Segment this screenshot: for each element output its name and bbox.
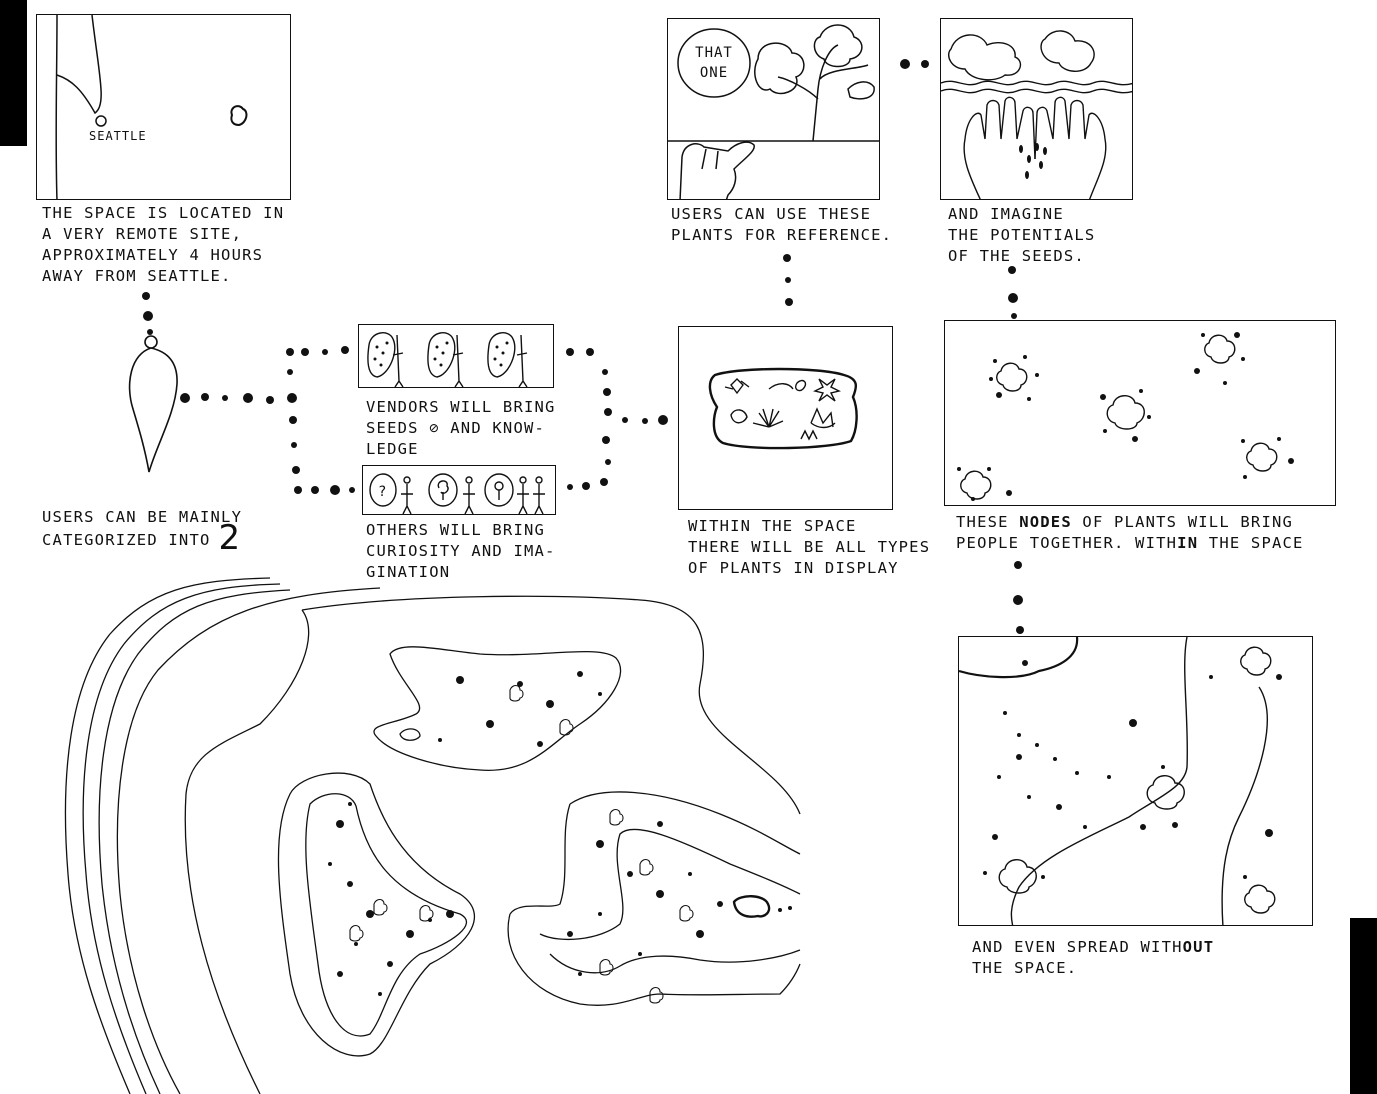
caption-reference: USERS CAN USE THESE PLANTS FOR REFERENCE… xyxy=(671,205,893,244)
caption-imagine: AND IMAGINE THE POTENTIALS OF THE SEEDS. xyxy=(948,205,1096,265)
caption-nodes-bold2: IN xyxy=(1177,534,1199,552)
panel-vendors xyxy=(358,324,554,388)
contour-line-4 xyxy=(116,587,381,1094)
contour-line-2 xyxy=(82,583,281,1094)
edge-bar-bottom-right xyxy=(1350,918,1377,1094)
users-count: 2 xyxy=(218,518,241,558)
seattle-label: SEATTLE xyxy=(89,129,147,143)
site-plan-drawing xyxy=(64,577,801,1094)
coastline-line xyxy=(55,15,58,199)
speech-bubble xyxy=(677,28,751,98)
caption-spread: AND EVEN SPREAD WITHOUT THE SPACE. xyxy=(972,937,1214,979)
upper-island xyxy=(373,646,622,771)
user-drop-icon xyxy=(128,335,178,473)
caption-display: WITHIN THE SPACE THERE WILL BE ALL TYPES… xyxy=(688,517,931,577)
panel-others: ? xyxy=(362,465,556,515)
speech-line-2: ONE xyxy=(699,65,729,81)
contour-line-3 xyxy=(98,589,291,1094)
panel-plant-display xyxy=(678,326,893,510)
panel-spread xyxy=(958,636,1313,926)
panel-imagine xyxy=(940,18,1133,200)
right-island-inner xyxy=(539,828,801,941)
caption-others: OTHERS WILL BRING CURIOSITY AND IMA- GIN… xyxy=(366,521,556,581)
caption-location: THE SPACE IS LOCATED IN A VERY REMOTE SI… xyxy=(42,204,285,285)
speech-line-1: THAT xyxy=(695,45,733,61)
site-boundary xyxy=(184,609,310,1094)
caption-spread-part2: THE SPACE. xyxy=(972,959,1078,977)
caption-nodes-part2: OF PLANTS WILL BRING PEOPLE TOGETHER. WI… xyxy=(956,513,1294,552)
left-island-inner xyxy=(305,793,468,1037)
caption-users-text: USERS CAN BE MAINLY CATEGORIZED INTO xyxy=(42,508,243,549)
caption-spread-bold: OUT xyxy=(1182,938,1215,956)
contour-line-1 xyxy=(64,577,271,1094)
speech-text: THAT ONE xyxy=(686,43,742,83)
left-island-outer xyxy=(277,772,475,1057)
site-blob xyxy=(230,105,248,127)
caption-vendors: VENDORS WILL BRING SEEDS ⊘ AND KNOW- LED… xyxy=(366,398,556,458)
caption-nodes-bold1: NODES xyxy=(1019,513,1072,531)
panel-site-map: SEATTLE xyxy=(36,14,291,200)
seattle-marker xyxy=(95,115,107,127)
caption-nodes-part3: THE SPACE xyxy=(1198,534,1304,552)
caption-nodes-part1: THESE xyxy=(956,513,1020,531)
panel-plant-nodes xyxy=(944,320,1336,506)
display-bed-outline xyxy=(708,367,858,450)
svg-text:?: ? xyxy=(378,484,386,500)
panel-reference: THAT ONE xyxy=(667,18,880,200)
caption-spread-part1: AND EVEN SPREAD WITH xyxy=(972,938,1183,956)
sound-shape xyxy=(56,15,102,115)
caption-nodes: THESE NODES OF PLANTS WILL BRING PEOPLE … xyxy=(956,512,1304,554)
edge-bar-top-left xyxy=(0,0,27,146)
right-island-outer xyxy=(569,791,801,855)
